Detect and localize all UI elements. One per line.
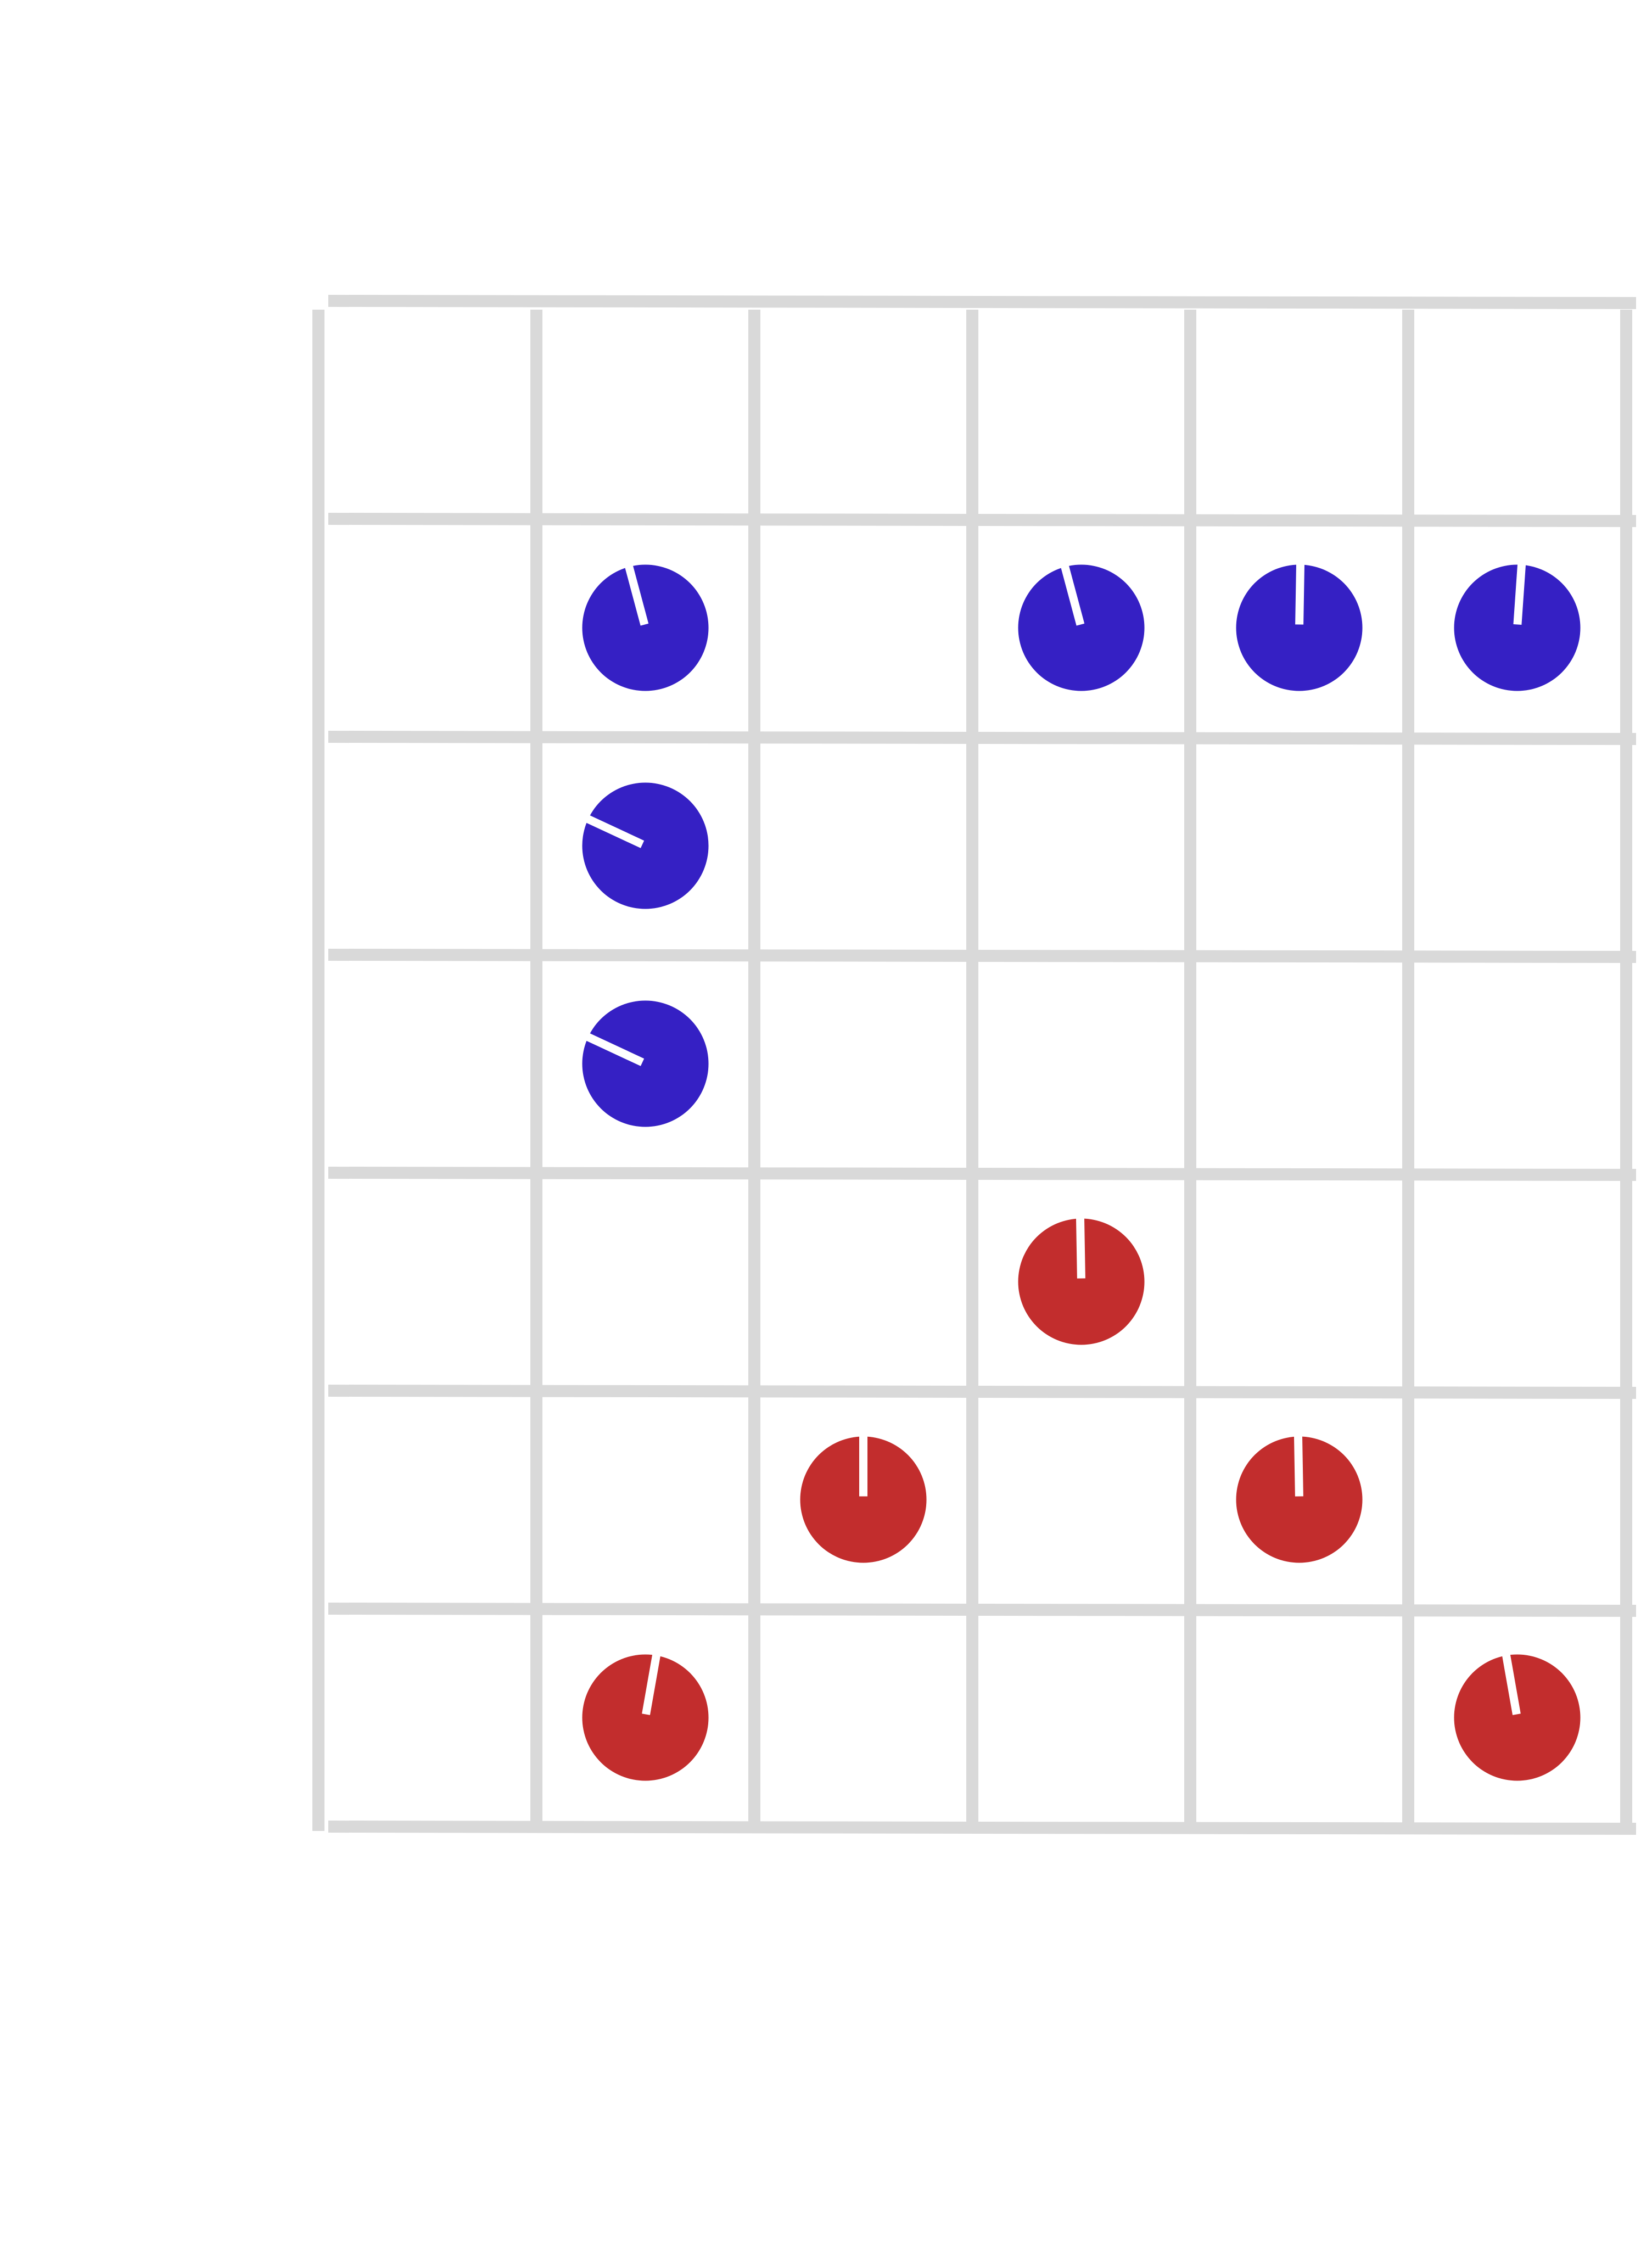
grid-line-horizontal bbox=[328, 295, 1637, 309]
grid-line-horizontal bbox=[328, 1821, 1637, 1835]
blue-piece[interactable] bbox=[1454, 560, 1581, 691]
piece-tick-cap bbox=[858, 1496, 869, 1503]
piece-direction-tick bbox=[582, 1031, 647, 1068]
piece-direction-tick bbox=[1076, 1214, 1085, 1282]
piece-tick-cap bbox=[640, 1713, 651, 1722]
piece-tick-cap bbox=[1076, 623, 1087, 632]
piece-tick-cap bbox=[640, 623, 651, 632]
piece-direction-tick bbox=[624, 561, 649, 629]
grid-line-horizontal bbox=[328, 513, 1637, 527]
grid-line-horizontal bbox=[328, 949, 1637, 963]
red-piece[interactable] bbox=[1454, 1650, 1581, 1781]
red-piece[interactable] bbox=[582, 1650, 709, 1781]
piece-direction-tick bbox=[1513, 560, 1526, 629]
piece-tick-cap bbox=[1512, 624, 1522, 632]
piece-tick-cap bbox=[640, 1057, 651, 1070]
piece-direction-tick bbox=[1293, 1432, 1303, 1500]
grid-line-horizontal bbox=[328, 1385, 1637, 1399]
blue-piece[interactable] bbox=[1236, 560, 1363, 691]
piece-tick-cap bbox=[1294, 1496, 1304, 1503]
red-piece[interactable] bbox=[800, 1432, 927, 1563]
pieces-layer bbox=[582, 560, 1581, 1781]
piece-direction-tick bbox=[1501, 1650, 1521, 1718]
piece-tick-cap bbox=[1511, 1713, 1523, 1722]
piece-direction-tick bbox=[582, 813, 647, 850]
piece-direction-tick bbox=[1295, 560, 1305, 628]
board-grid bbox=[312, 295, 1637, 1835]
blue-piece[interactable] bbox=[582, 561, 709, 691]
red-piece[interactable] bbox=[1236, 1432, 1363, 1563]
piece-tick-cap bbox=[1294, 624, 1304, 631]
grid-line-horizontal bbox=[328, 1603, 1637, 1617]
piece-tick-cap bbox=[1076, 1278, 1087, 1285]
grid-line-horizontal bbox=[328, 1167, 1637, 1181]
red-piece[interactable] bbox=[1018, 1214, 1145, 1345]
blue-piece[interactable] bbox=[582, 782, 709, 909]
piece-direction-tick bbox=[1060, 561, 1085, 629]
blue-piece[interactable] bbox=[1018, 561, 1145, 691]
piece-direction-tick bbox=[641, 1650, 662, 1718]
grid-line-horizontal bbox=[328, 731, 1637, 745]
blue-piece[interactable] bbox=[582, 1000, 709, 1127]
piece-tick-cap bbox=[640, 839, 651, 852]
